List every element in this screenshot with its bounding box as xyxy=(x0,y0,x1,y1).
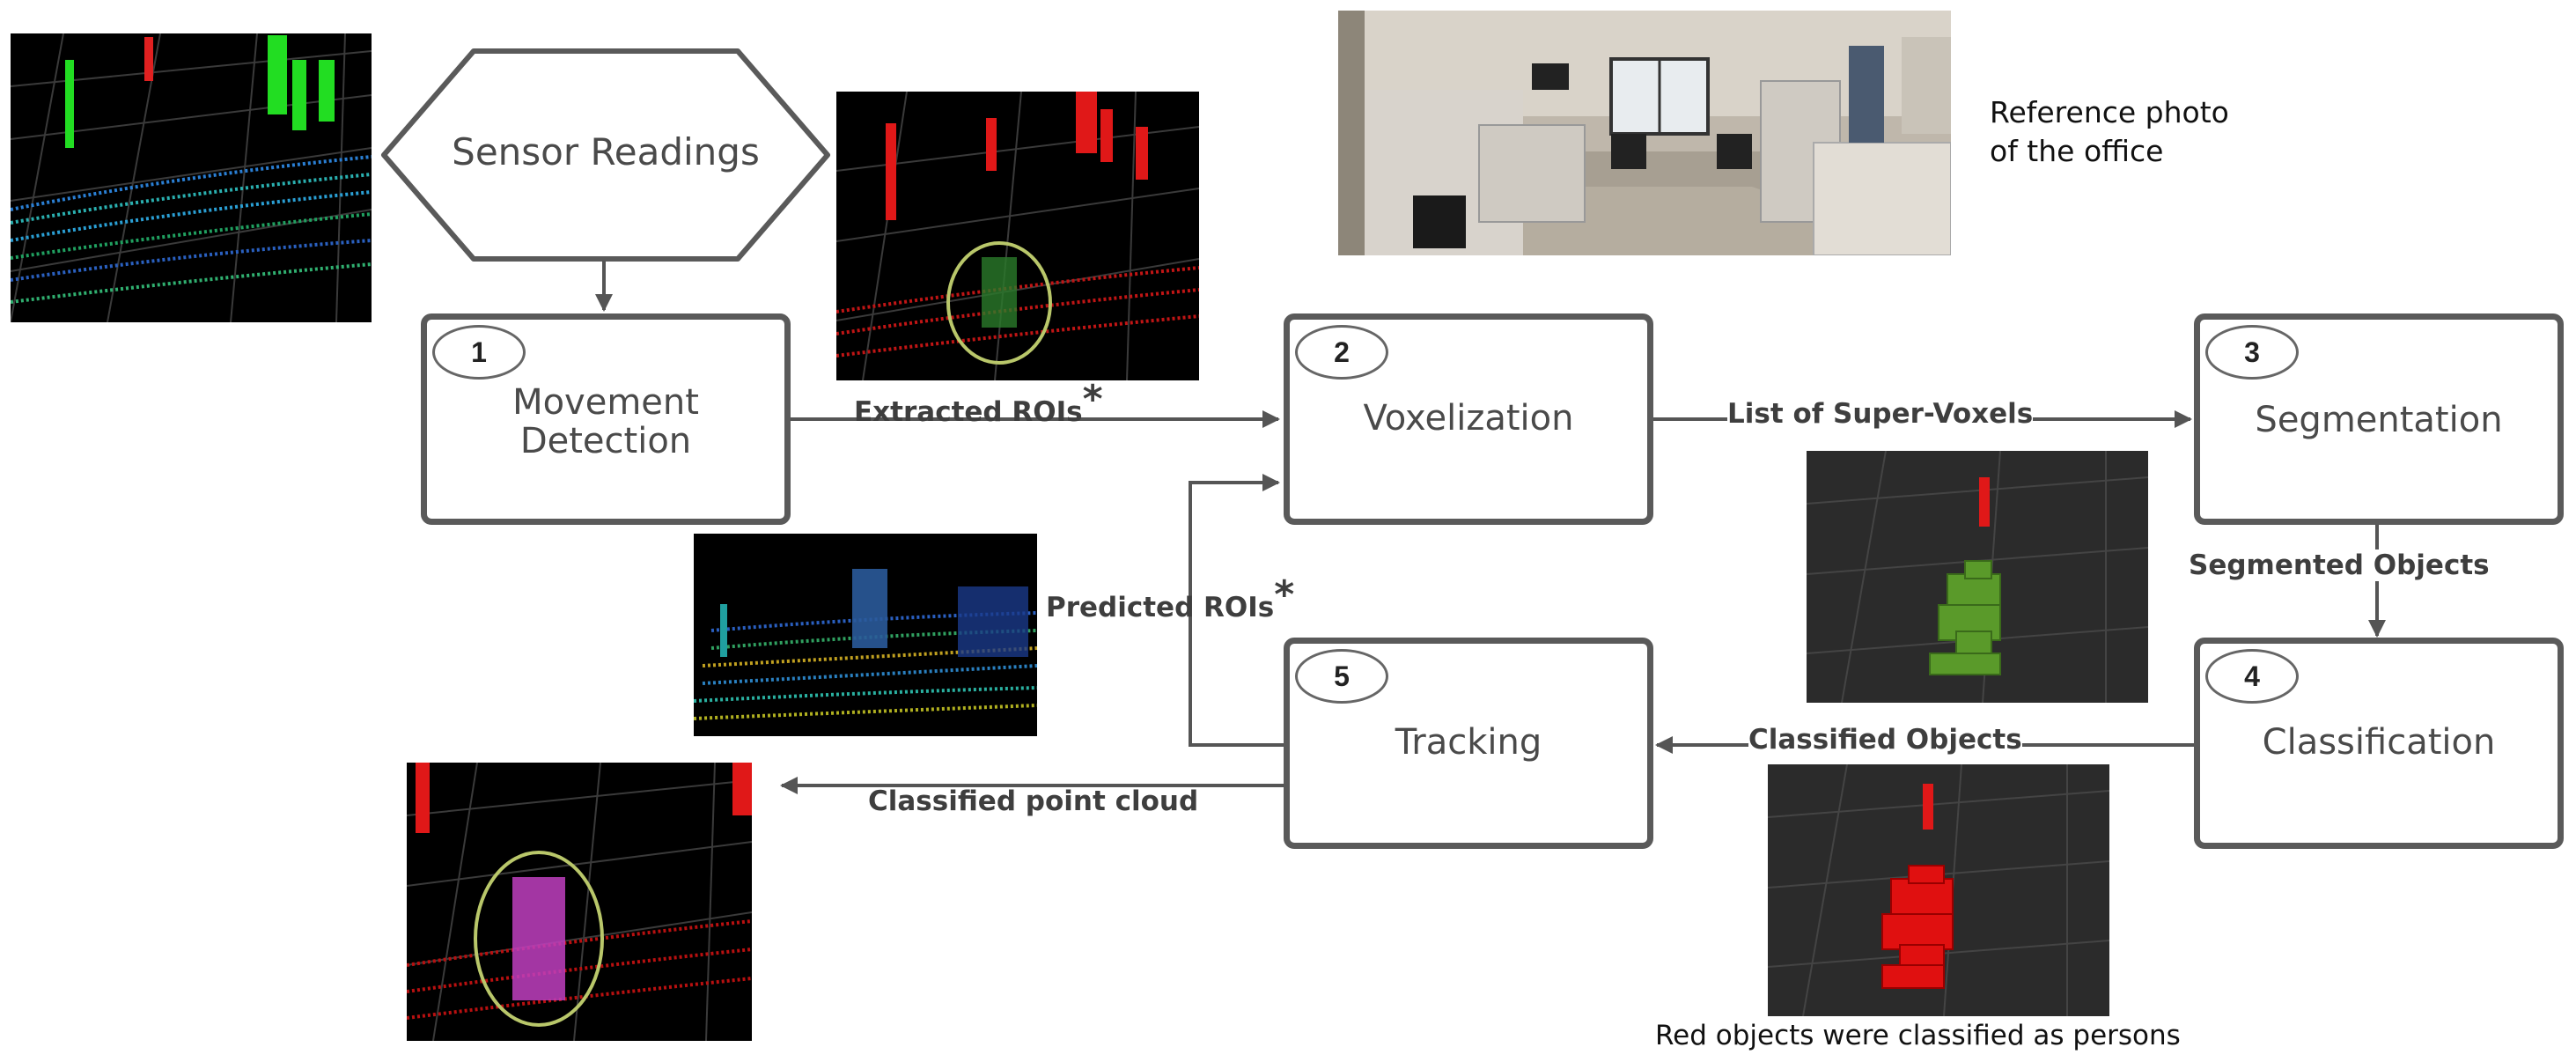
step-title: Segmentation xyxy=(2255,400,2503,440)
movement-point-cloud-image xyxy=(836,92,1199,380)
sensor-readings-hexagon xyxy=(381,48,830,262)
edge-label-super-voxels: List of Super-Voxels xyxy=(1727,398,2034,430)
classified-voxels-image xyxy=(1768,764,2109,1016)
step-classification: 4 Classification xyxy=(2194,638,2564,849)
edge-label-extracted-rois: Extracted ROIs* xyxy=(854,377,1103,429)
step-title: Voxelization xyxy=(1363,398,1574,439)
roi-ellipse xyxy=(946,241,1052,365)
person-ellipse xyxy=(474,851,604,1027)
step-number-badge: 3 xyxy=(2205,325,2299,380)
step-title: Tracking xyxy=(1395,722,1542,763)
step-movement-detection: 1 Movement Detection xyxy=(421,313,791,525)
step-number-badge: 2 xyxy=(1295,325,1388,380)
sensor-readings-label: Sensor Readings xyxy=(452,130,760,173)
reference-photo-caption: Reference photo of the office xyxy=(1990,95,2229,168)
step-number-badge: 5 xyxy=(1295,649,1388,704)
tracking-point-cloud-image xyxy=(694,534,1037,736)
office-reference-photo xyxy=(1338,11,1951,255)
edge-label-classified-point-cloud: Classified point cloud xyxy=(868,785,1199,817)
raw-point-cloud-image xyxy=(11,33,372,322)
step-number-badge: 4 xyxy=(2205,649,2299,704)
step-title: Movement Detection xyxy=(512,382,699,461)
classified-point-cloud-image xyxy=(407,763,752,1041)
step-tracking: 5 Tracking xyxy=(1284,638,1653,849)
step-voxelization: 2 Voxelization xyxy=(1284,313,1653,525)
segmented-voxels-image xyxy=(1807,451,2148,703)
step-segmentation: 3 Segmentation xyxy=(2194,313,2564,525)
arrow-tracking-to-voxel xyxy=(1189,474,1285,747)
edge-label-predicted-rois: Predicted ROIs* xyxy=(1046,572,1295,624)
edge-label-classified-objects: Classified Objects xyxy=(1748,724,2022,756)
step-title: Classification xyxy=(2262,722,2496,763)
step-number-badge: 1 xyxy=(432,325,526,380)
edge-label-segmented-objects: Segmented Objects xyxy=(2189,549,2490,581)
red-objects-caption: Red objects were classified as persons xyxy=(1655,1020,2181,1051)
